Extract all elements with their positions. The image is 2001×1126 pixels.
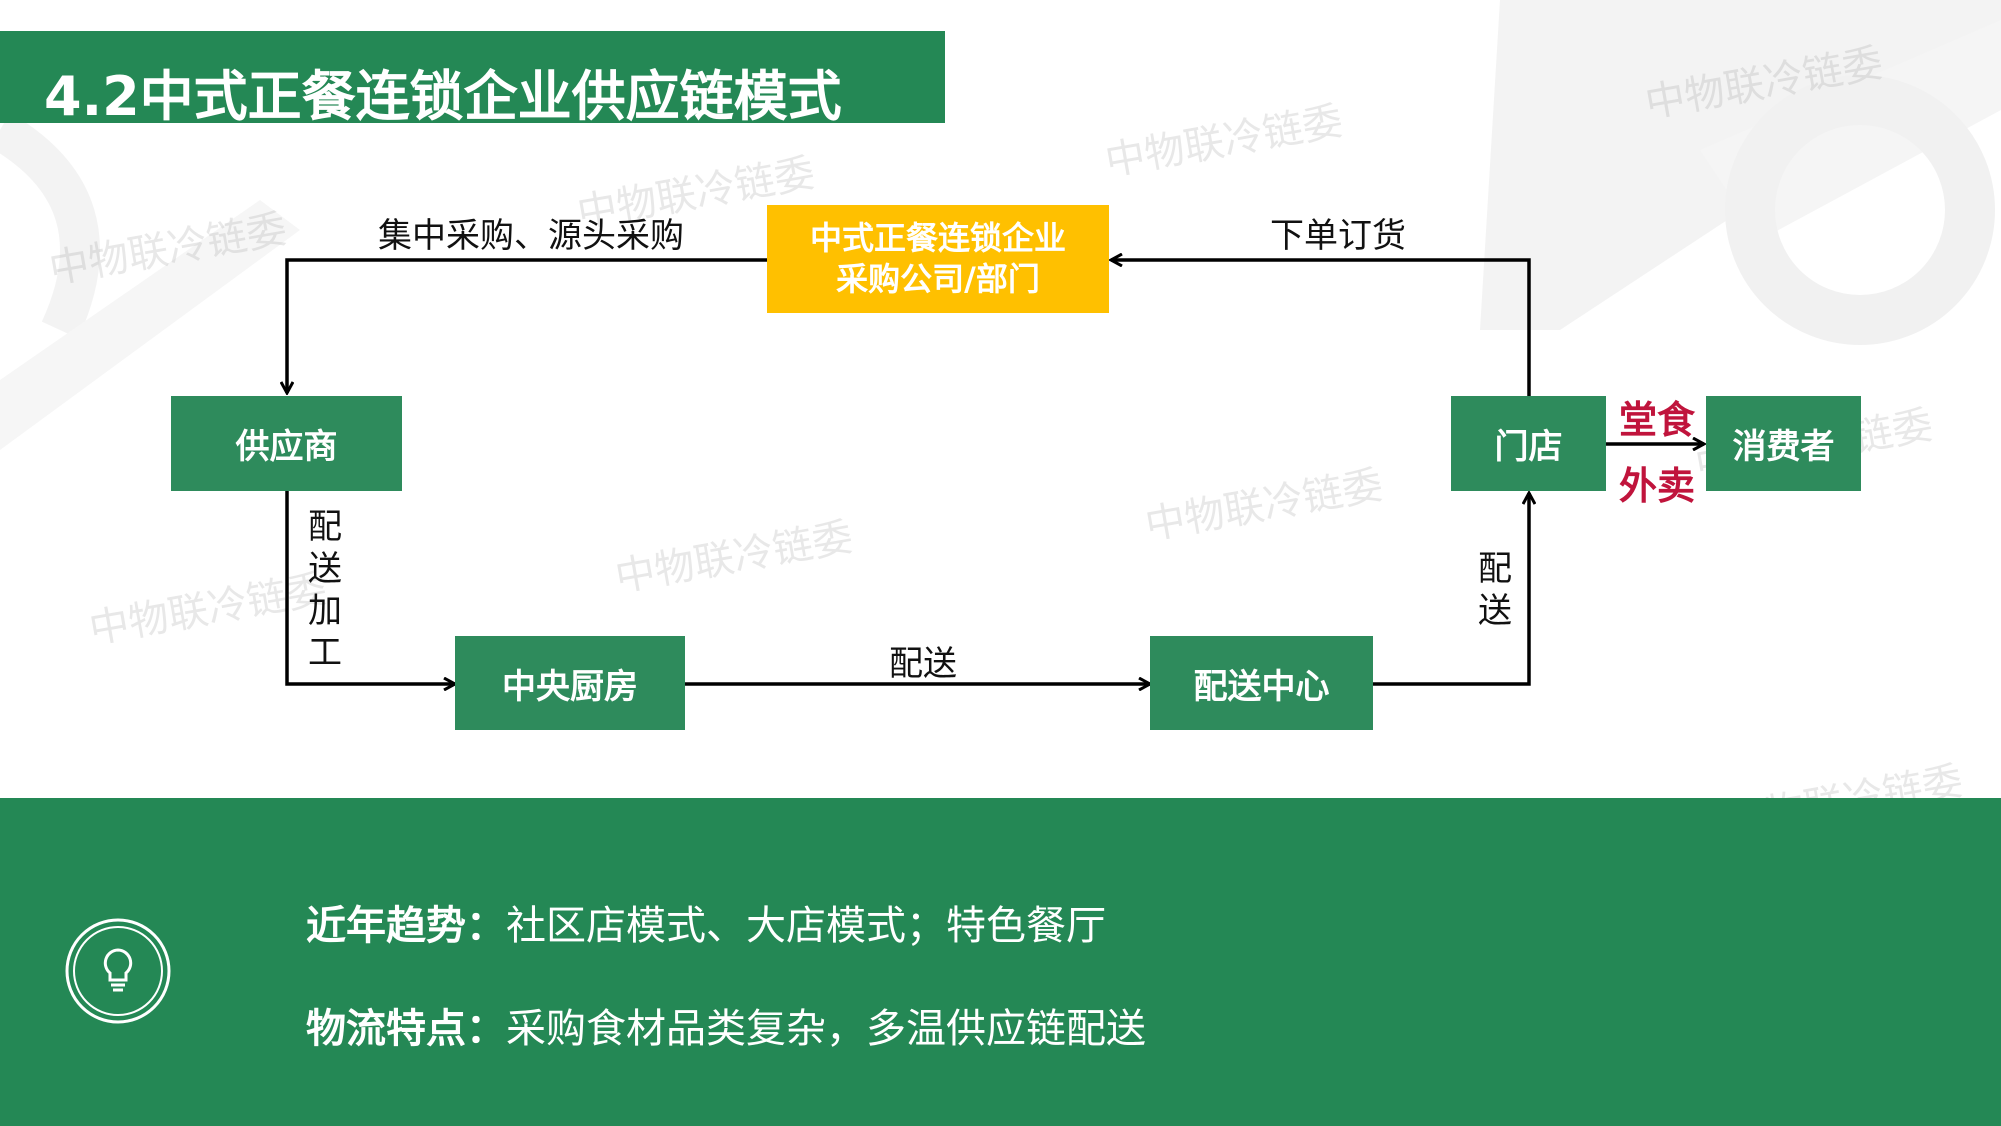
label-supplier-to-kitchen: 配 送 加 工 <box>308 507 342 673</box>
node-purchasing-department: 中式正餐连锁企业 采购公司/部门 <box>767 205 1109 313</box>
arrow-purchasing-to-supplier <box>287 258 767 393</box>
node-purchasing-line2: 采购公司/部门 <box>836 260 1040 298</box>
info-trend-key: 近年趋势： <box>306 903 506 949</box>
label-purchasing-to-supplier: 集中采购、源头采购 <box>378 216 684 256</box>
node-purchasing-line1: 中式正餐连锁企业 <box>809 219 1066 257</box>
lightbulb-icon <box>65 918 171 1024</box>
label-takeaway: 外卖 <box>1619 464 1696 508</box>
node-distribution-center: 配送中心 <box>1150 636 1373 730</box>
label-kitchen-to-dc: 配送 <box>889 644 957 684</box>
background-decoration <box>0 0 2001 345</box>
page-title: 4.2中式正餐连锁企业供应链模式 <box>44 65 842 128</box>
info-trend-value: 社区店模式、大店模式；特色餐厅 <box>506 903 1106 949</box>
node-consumer: 消费者 <box>1706 396 1861 491</box>
arrow-dc-to-store <box>1373 493 1529 686</box>
flow-connectors <box>0 0 2001 800</box>
info-logistics: 物流特点：采购食材品类复杂，多温供应链配送 <box>306 996 1146 1054</box>
label-dc-to-store: 配 送 <box>1478 549 1512 631</box>
node-central-kitchen: 中央厨房 <box>455 636 685 730</box>
label-dine-in: 堂食 <box>1619 398 1696 442</box>
arrow-supplier-to-kitchen <box>285 491 455 684</box>
info-trend: 近年趋势：社区店模式、大店模式；特色餐厅 <box>306 893 1106 951</box>
info-logistics-value: 采购食材品类复杂，多温供应链配送 <box>506 1006 1146 1052</box>
arrow-store-to-purchasing <box>1111 260 1531 396</box>
bottom-info-panel <box>0 798 2001 1126</box>
title-bar <box>0 31 945 123</box>
info-logistics-key: 物流特点： <box>306 1006 506 1052</box>
label-store-to-purchasing: 下单订货 <box>1270 216 1406 256</box>
node-store: 门店 <box>1451 396 1606 491</box>
node-supplier: 供应商 <box>171 396 402 491</box>
